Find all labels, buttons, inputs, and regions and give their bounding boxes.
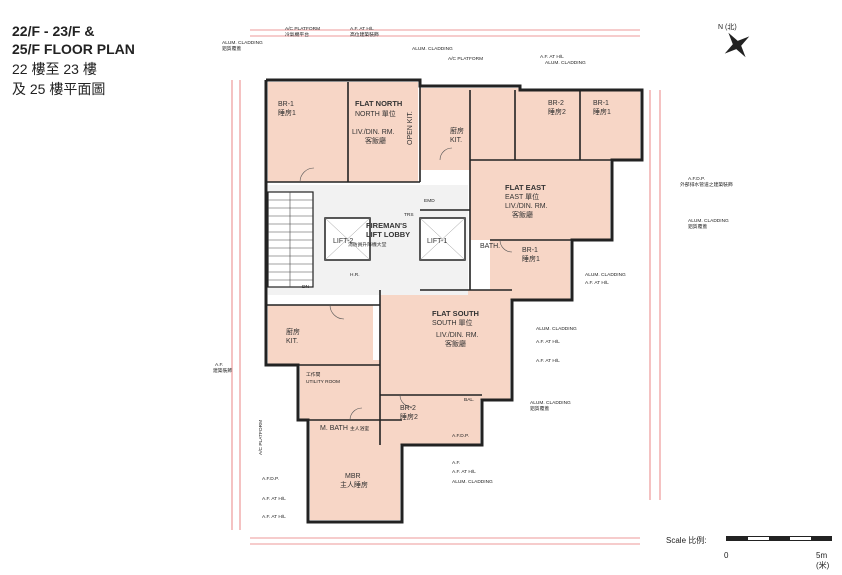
af-hl-note-south-1: A.F. AT H/L bbox=[536, 339, 560, 345]
af-note-left: A.F. bbox=[215, 362, 223, 368]
utility-cn: 工作間 bbox=[306, 371, 321, 378]
ac-platform-note-left: A/C PLATFORM bbox=[258, 420, 264, 455]
af-note-left-cn: 建築裝飾 bbox=[213, 367, 232, 374]
dn-label: DN bbox=[302, 284, 309, 290]
south-liv-din-label: LIV./DIN. RM. bbox=[436, 332, 479, 339]
afdp-note-east: A.F.D.P. bbox=[688, 176, 705, 182]
alum-cladding-note-br2-cn: 鋁質覆蓋 bbox=[530, 405, 549, 412]
lift-lobby-label: LIFT LOBBY bbox=[366, 230, 410, 239]
north-liv-din-cn: 客飯廳 bbox=[365, 136, 386, 145]
lift-shafts bbox=[324, 217, 466, 261]
bal-label: BAL. bbox=[464, 397, 474, 403]
staircase bbox=[267, 191, 314, 288]
utility-label: UTILITY ROOM bbox=[306, 379, 340, 385]
scale-bar: Scale 比例: 0 5m (米) bbox=[666, 535, 836, 570]
afdp-note-south: A.F.D.P. bbox=[452, 433, 469, 439]
alum-cladding-note-mbr: ALUM. CLADDING bbox=[452, 479, 493, 485]
af-hl-note-top: A.F. AT H/L bbox=[350, 26, 374, 32]
af-hl-note-br1: A.F. AT H/L bbox=[585, 280, 609, 286]
alum-cladding-note-right: ALUM. CLADDING bbox=[545, 60, 586, 66]
open-kit-label: OPEN KIT. bbox=[407, 111, 414, 145]
north-unit-label: NORTH 單位 bbox=[355, 109, 396, 118]
lift-1-label: LIFT-1 bbox=[427, 238, 447, 245]
scale-graphic bbox=[726, 536, 832, 541]
interior-walls bbox=[266, 82, 612, 445]
east-br2-cn: 睡房2 bbox=[548, 107, 566, 116]
title-line-1: 22/F - 23/F & bbox=[12, 23, 95, 39]
alum-cladding-note-east-cn: 鋁質覆蓋 bbox=[688, 223, 707, 230]
ac-platform-note-cn: 冷氣機平台 bbox=[285, 31, 309, 38]
af-hl-note-right: A.F. AT H/L bbox=[540, 54, 564, 60]
east-liv-din-cn: 客飯廳 bbox=[512, 210, 533, 219]
south-kit-cn: 廚房 bbox=[286, 327, 300, 336]
lift-2-label: LIFT-2 bbox=[333, 238, 353, 245]
door-swings bbox=[299, 147, 513, 421]
ac-platform-note-right: A/C PLATFORM bbox=[448, 56, 483, 62]
north-kit-label: KIT. bbox=[450, 137, 462, 144]
afdp-note-left: A.F.D.P. bbox=[262, 476, 279, 482]
af-hl-note-south-2: A.F. AT H/L bbox=[536, 358, 560, 364]
af-note-mbr: A.F. bbox=[452, 460, 460, 466]
south-liv-din-cn: 客飯廳 bbox=[445, 339, 466, 348]
ac-platform-note: A/C PLATFORM bbox=[285, 26, 320, 32]
compass-star-icon bbox=[724, 32, 750, 58]
af-hl-note-mbr: A.F. AT H/L bbox=[452, 469, 476, 475]
af-hl-note-left-1: A.F. AT H/L bbox=[262, 496, 286, 502]
walls bbox=[264, 78, 644, 524]
hr-label: H.R. bbox=[350, 272, 360, 278]
trs-label: TRS bbox=[404, 212, 414, 218]
east-liv-din-label: LIV./DIN. RM. bbox=[505, 203, 548, 210]
alum-cladding-note-south: ALUM. CLADDING bbox=[536, 326, 577, 332]
alum-cladding-note-br2: ALUM. CLADDING bbox=[530, 400, 571, 406]
alum-cladding-note-left-cn: 鋁質覆蓋 bbox=[222, 45, 241, 52]
emd-label: EMD bbox=[424, 198, 435, 204]
m-bath-cn: 主人浴室 bbox=[350, 425, 369, 432]
scale-zero: 0 bbox=[724, 551, 729, 560]
alum-cladding-note-top: ALUM. CLADDING bbox=[412, 46, 453, 52]
scale-max: 5m (米) bbox=[816, 551, 830, 570]
south-br2-cn: 睡房2 bbox=[400, 412, 418, 421]
east-br1-cn: 睡房1 bbox=[593, 107, 611, 116]
alum-cladding-note-br1: ALUM. CLADDING bbox=[585, 272, 626, 278]
alum-cladding-note-east: ALUM. CLADDING bbox=[688, 218, 729, 224]
plan-title: 22/F - 23/F & 25/F FLOOR PLAN 22 樓至 23 樓… bbox=[12, 22, 135, 98]
title-line-3: 22 樓至 23 樓 bbox=[12, 61, 97, 77]
north-br1-label: BR-1 bbox=[278, 101, 294, 108]
af-hl-note-top-cn: 高位建築裝飾 bbox=[350, 31, 379, 38]
compass-label: N (北) bbox=[718, 24, 737, 31]
south-unit-label: SOUTH 單位 bbox=[432, 318, 472, 327]
m-bath-label: M. BATH bbox=[320, 425, 348, 432]
east-unit-label: EAST 單位 bbox=[505, 192, 539, 201]
east-br2-label: BR-2 bbox=[548, 100, 564, 107]
room-fills bbox=[268, 82, 640, 520]
dimension-lines bbox=[231, 29, 661, 545]
flat-south-label: FLAT SOUTH bbox=[432, 309, 479, 318]
flat-east-label: FLAT EAST bbox=[505, 183, 546, 192]
south-br2-label: BR-2 bbox=[400, 405, 416, 412]
scale-caption: Scale 比例: bbox=[666, 536, 707, 545]
lobby-cn: 消防員升降機大堂 bbox=[348, 241, 387, 248]
title-line-2: 25/F FLOOR PLAN bbox=[12, 41, 135, 57]
afdp-note-east-cn: 外部排水管道之建築裝飾 bbox=[680, 181, 733, 188]
af-hl-note-left-2: A.F. AT H/L bbox=[262, 514, 286, 520]
mbr-cn: 主人睡房 bbox=[340, 480, 368, 489]
north-liv-din-label: LIV./DIN. RM. bbox=[352, 129, 395, 136]
title-line-4: 及 25 樓平面圖 bbox=[12, 81, 106, 97]
mbr-label: MBR bbox=[345, 473, 361, 480]
east-bath-label: BATH. bbox=[480, 243, 500, 250]
alum-cladding-note-left: ALUM. CLADDING bbox=[222, 40, 263, 46]
east-br1-label: BR-1 bbox=[593, 100, 609, 107]
firemans-label: FIREMAN'S bbox=[366, 221, 407, 230]
north-kit-cn: 廚房 bbox=[450, 126, 464, 135]
flat-north-label: FLAT NORTH bbox=[355, 99, 402, 108]
south-kit-label: KIT. bbox=[286, 338, 298, 345]
north-br1-cn: 睡房1 bbox=[278, 108, 296, 117]
south-br1-label: BR-1 bbox=[522, 247, 538, 254]
north-compass: N (北) bbox=[712, 20, 762, 70]
south-br1-cn: 睡房1 bbox=[522, 254, 540, 263]
